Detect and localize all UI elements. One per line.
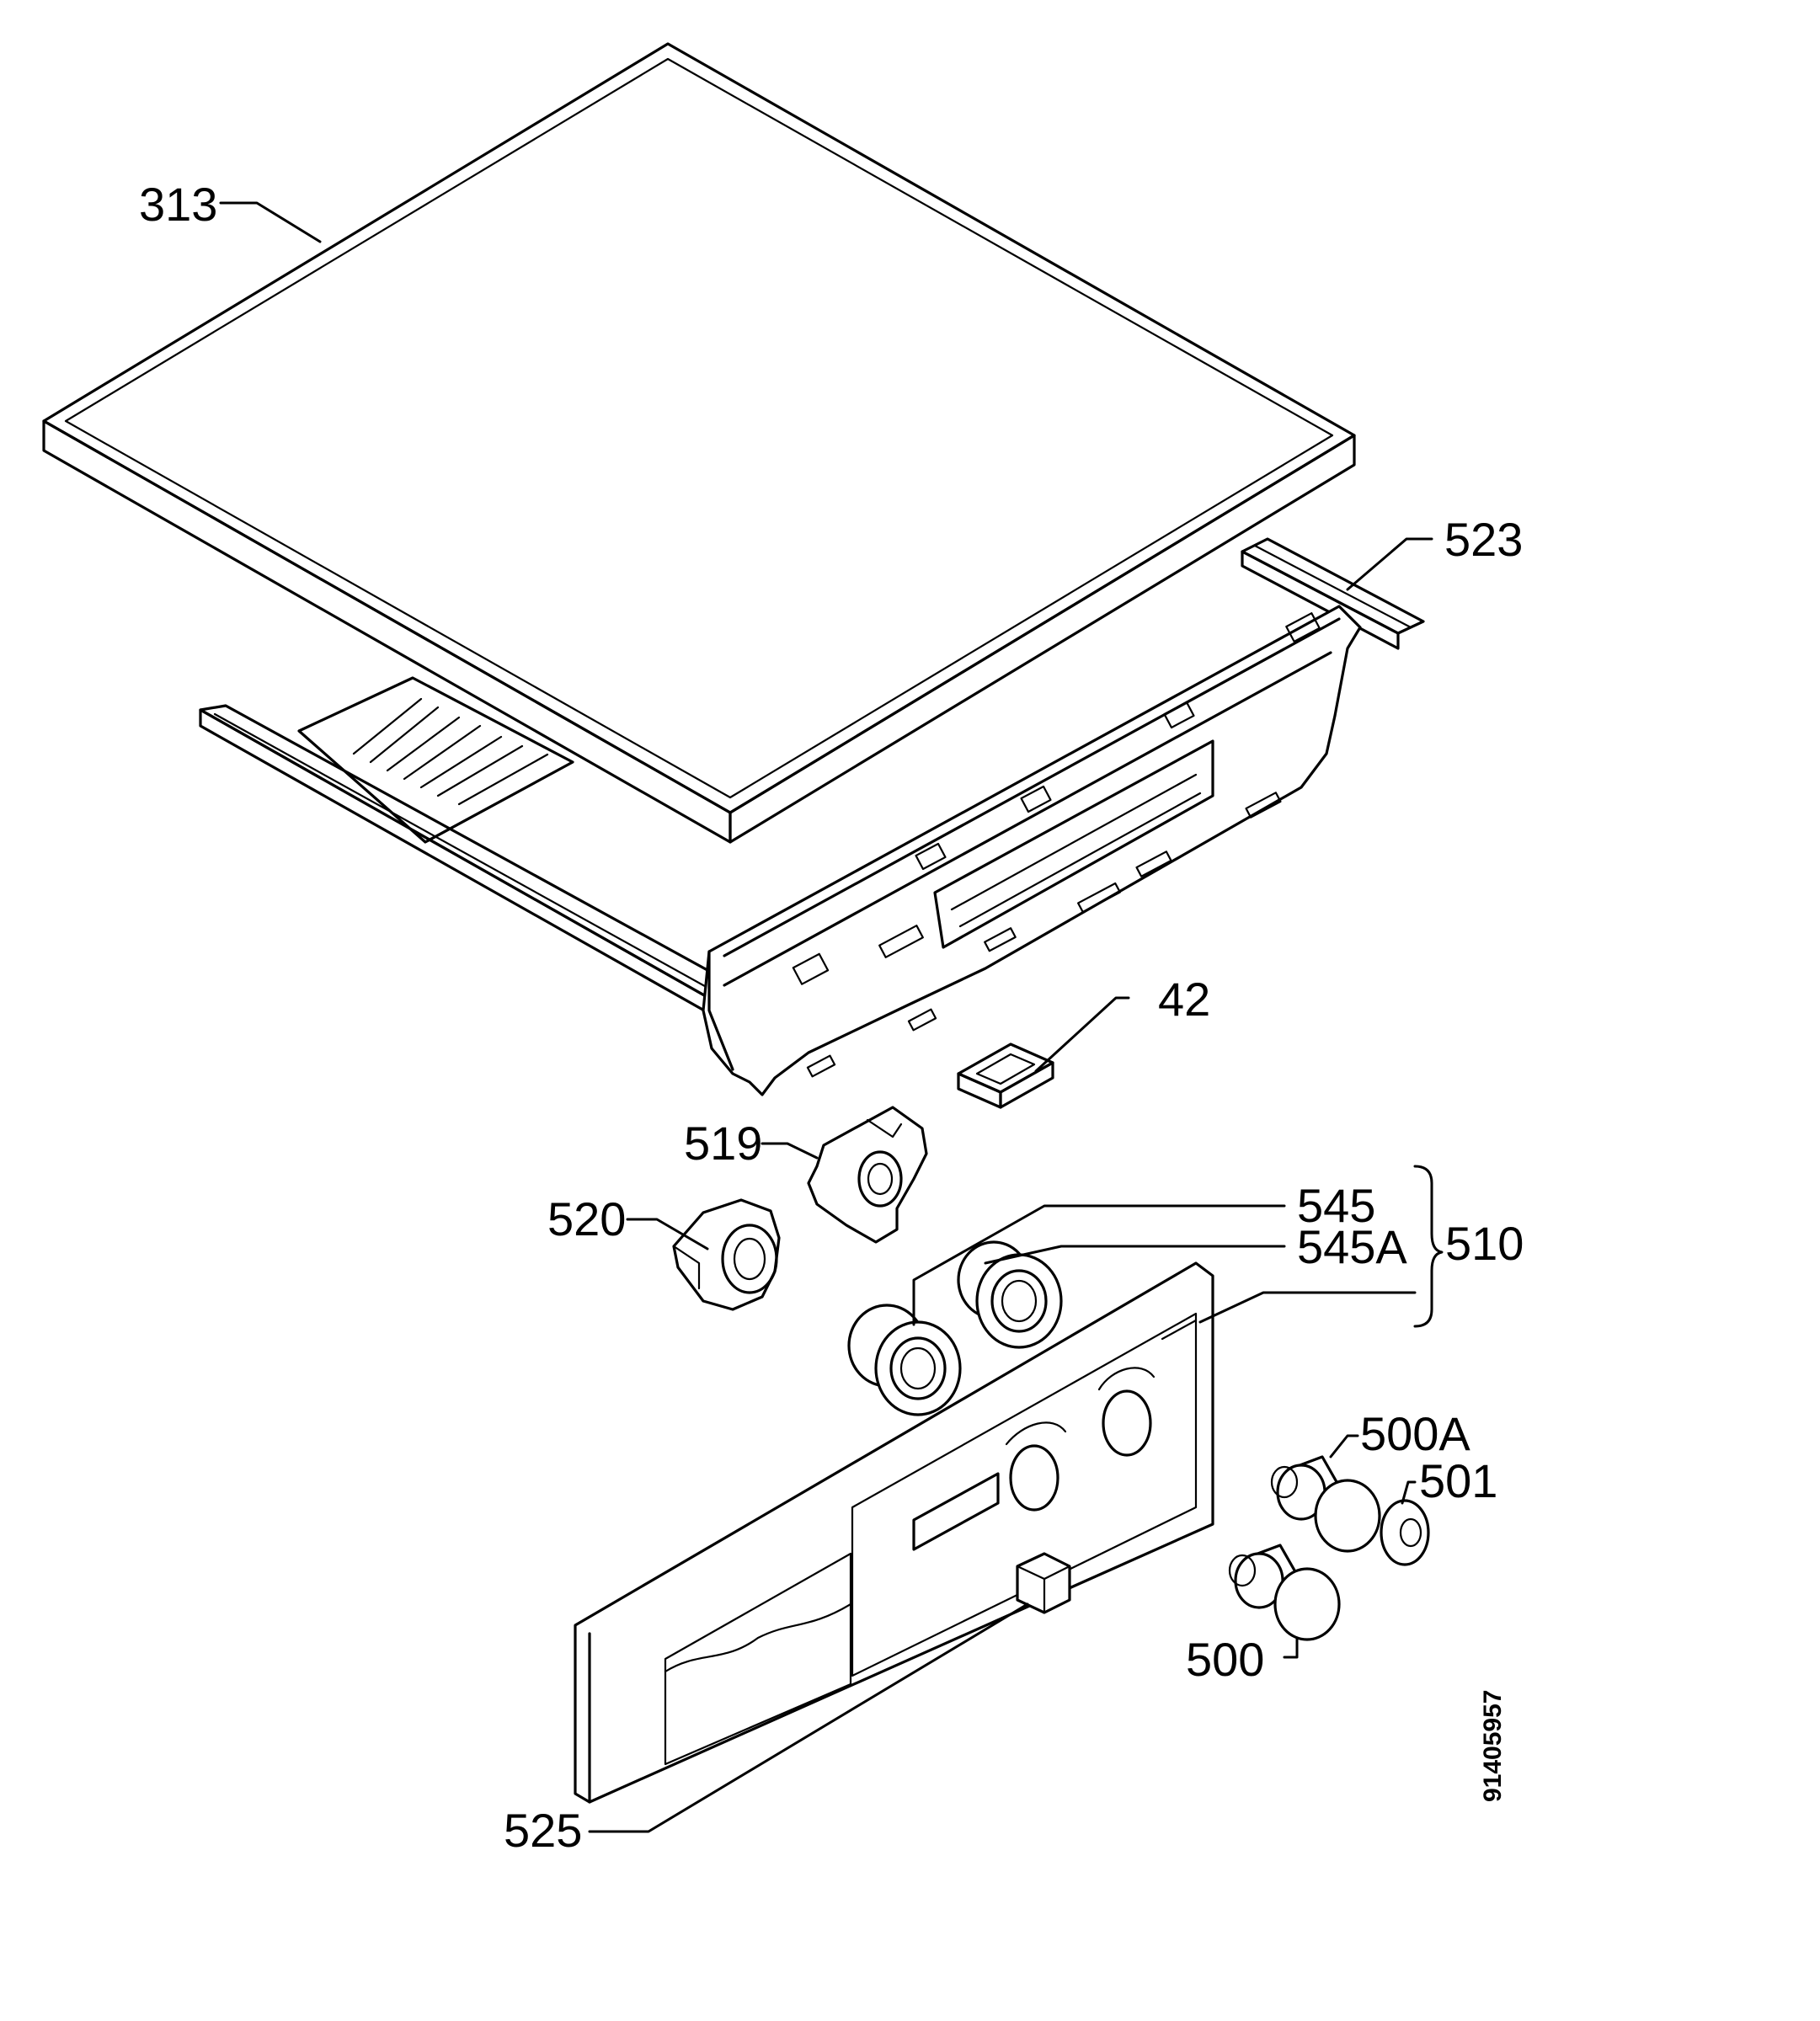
leader-545: [912, 1204, 1286, 1326]
label-520: 520: [547, 1192, 626, 1245]
label-501: 501: [1419, 1454, 1497, 1507]
leader-510: [1198, 1291, 1417, 1324]
part-501-washer: [1380, 1499, 1430, 1566]
leader-545a: [984, 1245, 1286, 1265]
label-500a: 500A: [1360, 1407, 1470, 1460]
leader-501: [1401, 1480, 1417, 1505]
label-545: 545: [1297, 1179, 1375, 1232]
part-500-knob: [1228, 1544, 1341, 1641]
part-525-switch: [1016, 1552, 1071, 1614]
leader-42: [1034, 996, 1130, 1073]
part-510-control-panel: [574, 1261, 1214, 1804]
leader-500a: [1329, 1434, 1359, 1458]
part-500a-knob: [1270, 1455, 1381, 1553]
label-519: 519: [684, 1117, 762, 1170]
leader-520: [626, 1218, 709, 1250]
label-545a: 545A: [1297, 1220, 1407, 1273]
label-510: 510: [1445, 1217, 1524, 1270]
label-500: 500: [1186, 1633, 1264, 1686]
part-42-connector: [957, 1042, 1054, 1109]
leader-525: [588, 1602, 1029, 1833]
part-545-knob-ring: [847, 1304, 962, 1416]
label-42: 42: [1158, 973, 1210, 1026]
leader-519: [761, 1142, 819, 1160]
leader-lines: [219, 201, 1433, 1833]
label-313: 313: [139, 178, 217, 231]
label-523: 523: [1444, 513, 1523, 566]
part-519-selector-bracket: [807, 1106, 928, 1244]
leader-500: [1283, 1636, 1299, 1659]
label-525: 525: [504, 1804, 582, 1857]
leader-313: [219, 201, 322, 243]
part-545a-knob-ring: [957, 1240, 1063, 1349]
document-number: 91405957: [1479, 1690, 1507, 1802]
brace-510: [1413, 1165, 1444, 1328]
leader-523: [1346, 537, 1433, 591]
part-523-panel-frame: [199, 537, 1425, 1096]
part-313-top-cover: [42, 42, 1356, 844]
part-520-selector-switch: [672, 1198, 781, 1311]
